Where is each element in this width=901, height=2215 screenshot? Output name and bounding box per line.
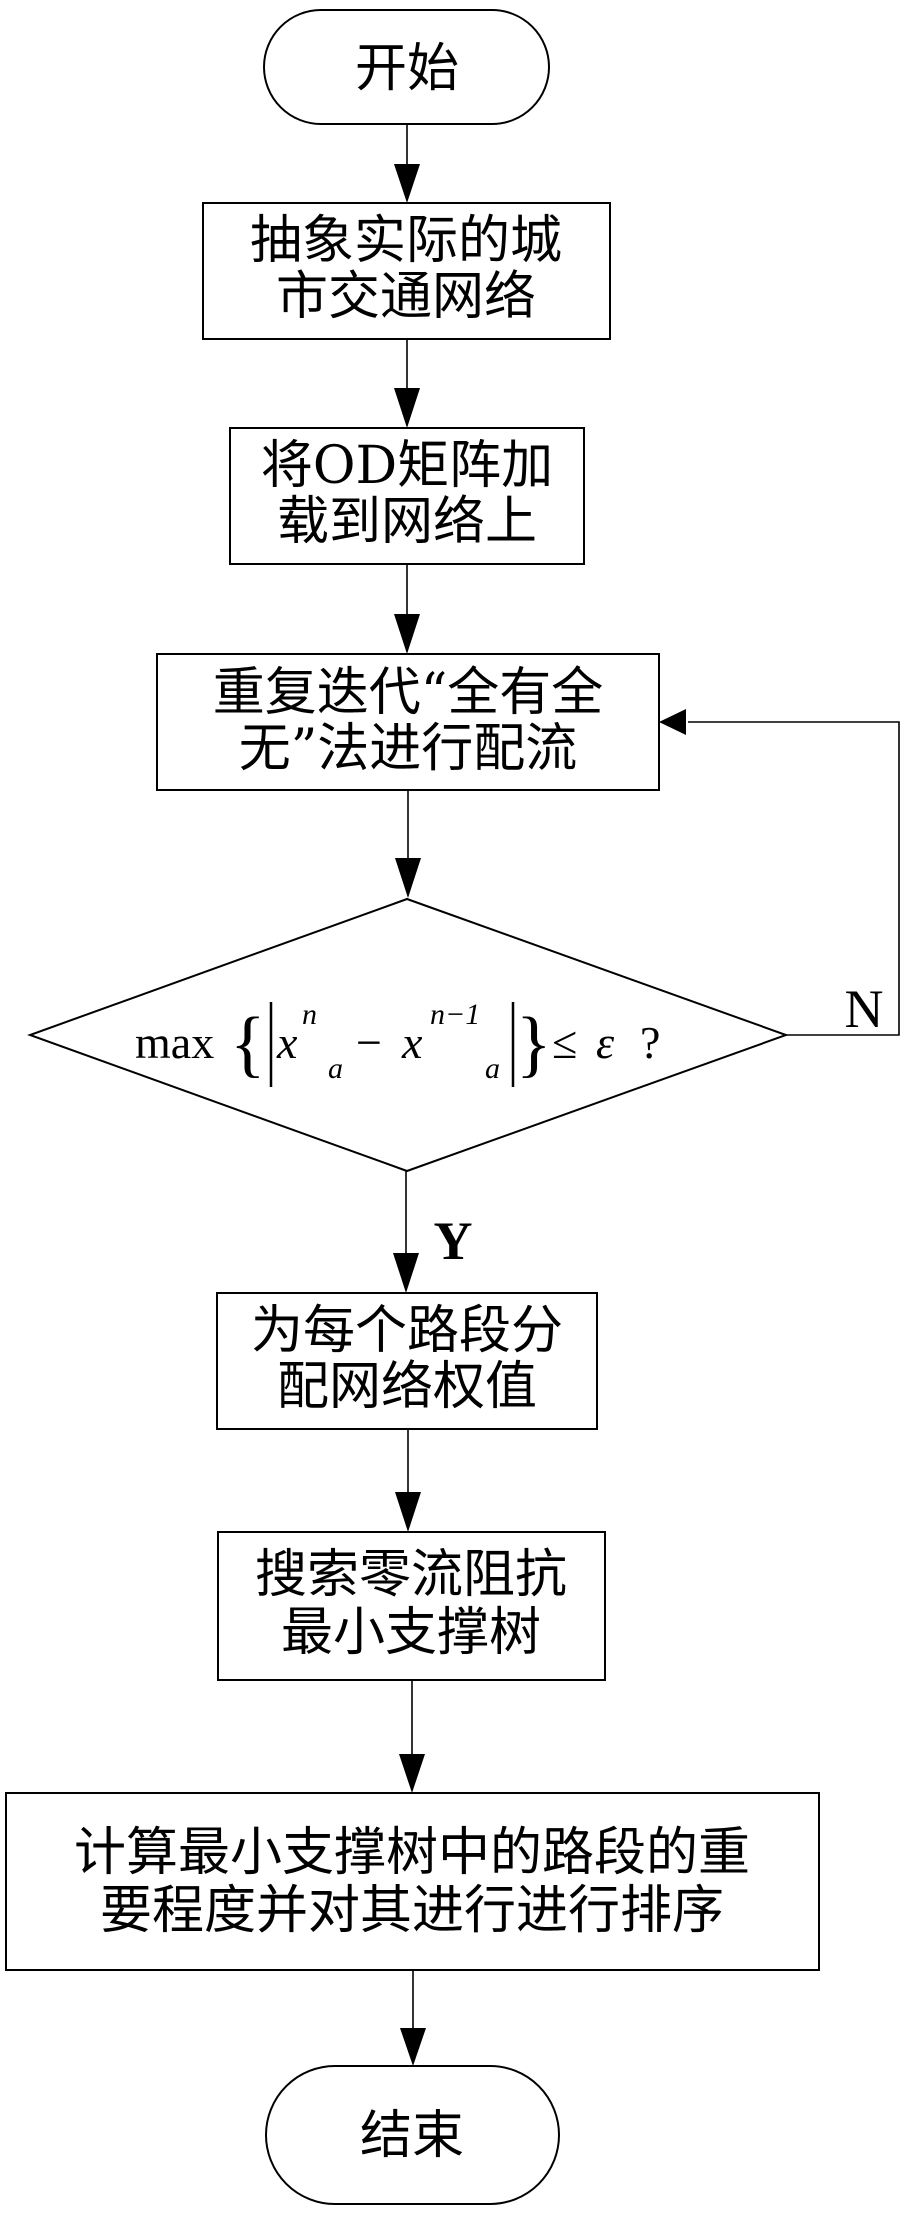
connector-decision-yes: Y: [393, 1171, 473, 1293]
connector-step5-step6: [399, 1680, 425, 1793]
formula-minus: −: [356, 1017, 382, 1068]
formula-sub1: a: [328, 1052, 343, 1085]
step-abstract-network: 抽象实际的城 市交通网络: [202, 202, 611, 340]
formula-epsilon: ε: [596, 1017, 615, 1068]
connector-step6-end: [400, 1970, 426, 2066]
step-line-1: 抽象实际的城: [250, 211, 562, 271]
connector-start-step1: [394, 124, 420, 203]
arrow-down-icon: [394, 614, 420, 654]
formula-x1: x: [276, 1017, 298, 1068]
step-assign-weights: 为每个路段分 配网络权值: [216, 1292, 598, 1430]
end-node: 结束: [265, 2065, 560, 2205]
step-all-or-nothing-assignment: 重复迭代“全有全 无”法进行配流: [156, 653, 660, 791]
step-line-2: 要程度并对其进行进行排序: [100, 1881, 724, 1941]
step-line-2: 配网络权值: [277, 1357, 537, 1417]
process-box: [156, 653, 660, 791]
formula-question: ?: [640, 1017, 660, 1068]
step-line-2: 最小支撑树: [281, 1603, 541, 1663]
connector-step3-decision: [395, 790, 421, 898]
formula-max: max: [135, 1017, 214, 1068]
end-oval: [265, 2065, 560, 2205]
step-line-2: 市交通网络: [276, 267, 536, 327]
formula-sub2: a: [485, 1052, 500, 1085]
step-line-1: 搜索零流阻抗: [255, 1545, 567, 1605]
formula-sup1: n: [302, 998, 317, 1031]
start-node: 开始: [263, 9, 550, 125]
formula-left-brace: {: [230, 1003, 266, 1085]
connector-step1-step2: [394, 339, 420, 428]
decision-diamond: [27, 897, 789, 1173]
no-label: N: [845, 979, 884, 1039]
step-line-1: 将OD矩阵加: [261, 436, 553, 496]
arrow-down-icon: [394, 388, 420, 428]
connector-step4-step5: [395, 1429, 421, 1532]
arrow-down-icon: [400, 2028, 426, 2066]
start-label: 开始: [355, 39, 459, 99]
formula-right-brace: }: [516, 1003, 552, 1085]
arrow-down-icon: [399, 1754, 425, 1793]
connector-decision-no-loop: N: [659, 709, 900, 1039]
convergence-formula: max { x n a − x n−1 a } ≤ ε ?: [135, 998, 660, 1087]
end-label: 结束: [360, 2106, 464, 2166]
formula-x2: x: [401, 1017, 423, 1068]
arrow-down-icon: [395, 858, 421, 898]
step-line-1: 为每个路段分: [251, 1301, 563, 1361]
step-line-2: 载到网络上: [277, 492, 537, 552]
step-line-1: 计算最小支撑树中的路段的重: [74, 1823, 750, 1883]
arrow-down-icon: [395, 1492, 421, 1532]
process-box: [5, 1792, 820, 1971]
process-box: [202, 202, 611, 340]
formula-sup2: n−1: [430, 998, 480, 1031]
decision-convergence: max { x n a − x n−1 a } ≤ ε ?: [27, 897, 789, 1173]
step-line-2: 无”法进行配流: [239, 719, 578, 779]
formula-le: ≤: [552, 1017, 577, 1068]
yes-label: Y: [434, 1211, 473, 1271]
step-rank-importance: 计算最小支撑树中的路段的重 要程度并对其进行进行排序: [5, 1792, 820, 1971]
connector-step2-step3: [394, 564, 420, 654]
arrow-down-icon: [393, 1253, 419, 1293]
arrow-left-icon: [659, 709, 686, 735]
step-line-1: 重复迭代“全有全: [213, 663, 604, 723]
process-box: [216, 1292, 598, 1430]
process-box: [217, 1531, 606, 1681]
step-load-od-matrix: 将OD矩阵加 载到网络上: [229, 427, 585, 565]
arrow-down-icon: [394, 164, 420, 203]
step-search-spanning-tree: 搜索零流阻抗 最小支撑树: [217, 1531, 606, 1681]
